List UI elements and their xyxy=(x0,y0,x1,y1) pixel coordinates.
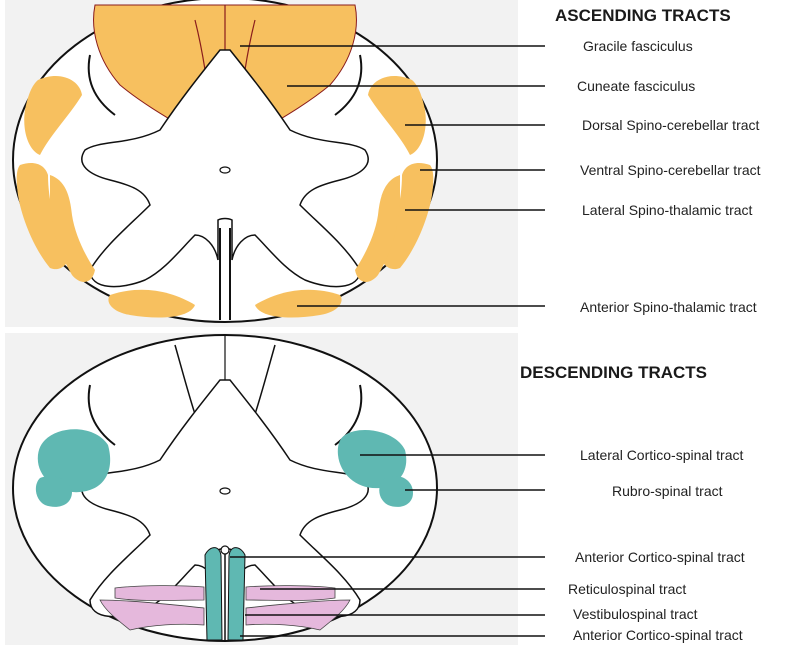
central-canal xyxy=(220,167,230,173)
label-rubrospinal: Rubro-spinal tract xyxy=(612,483,723,499)
left-anterior-corticospinal xyxy=(205,548,222,640)
label-vestibulospinal: Vestibulospinal tract xyxy=(573,606,698,622)
label-anterior-corticospinal-1: Anterior Cortico-spinal tract xyxy=(575,549,745,565)
label-cuneate-fasciculus: Cuneate fasciculus xyxy=(577,78,695,94)
label-reticulospinal: Reticulospinal tract xyxy=(568,581,686,597)
label-gracile-fasciculus: Gracile fasciculus xyxy=(583,38,693,54)
left-reticulospinal xyxy=(115,586,204,601)
label-dorsal-spinocerebellar: Dorsal Spino-cerebellar tract xyxy=(582,117,759,133)
descending-heading: DESCENDING TRACTS xyxy=(520,363,707,383)
label-lateral-corticospinal: Lateral Cortico-spinal tract xyxy=(580,447,743,463)
label-ventral-spinocerebellar: Ventral Spino-cerebellar tract xyxy=(580,162,761,178)
fissure-top xyxy=(221,546,229,554)
label-anterior-corticospinal-2: Anterior Cortico-spinal tract xyxy=(573,627,743,643)
label-anterior-spinothalamic: Anterior Spino-thalamic tract xyxy=(580,299,757,315)
label-lateral-spinothalamic: Lateral Spino-thalamic tract xyxy=(582,202,752,218)
ascending-heading: ASCENDING TRACTS xyxy=(555,6,731,26)
right-reticulospinal xyxy=(246,586,335,601)
descending-cord xyxy=(13,335,545,642)
right-anterior-corticospinal xyxy=(228,548,245,640)
central-canal-lower xyxy=(220,488,230,494)
ascending-cord xyxy=(13,0,545,322)
